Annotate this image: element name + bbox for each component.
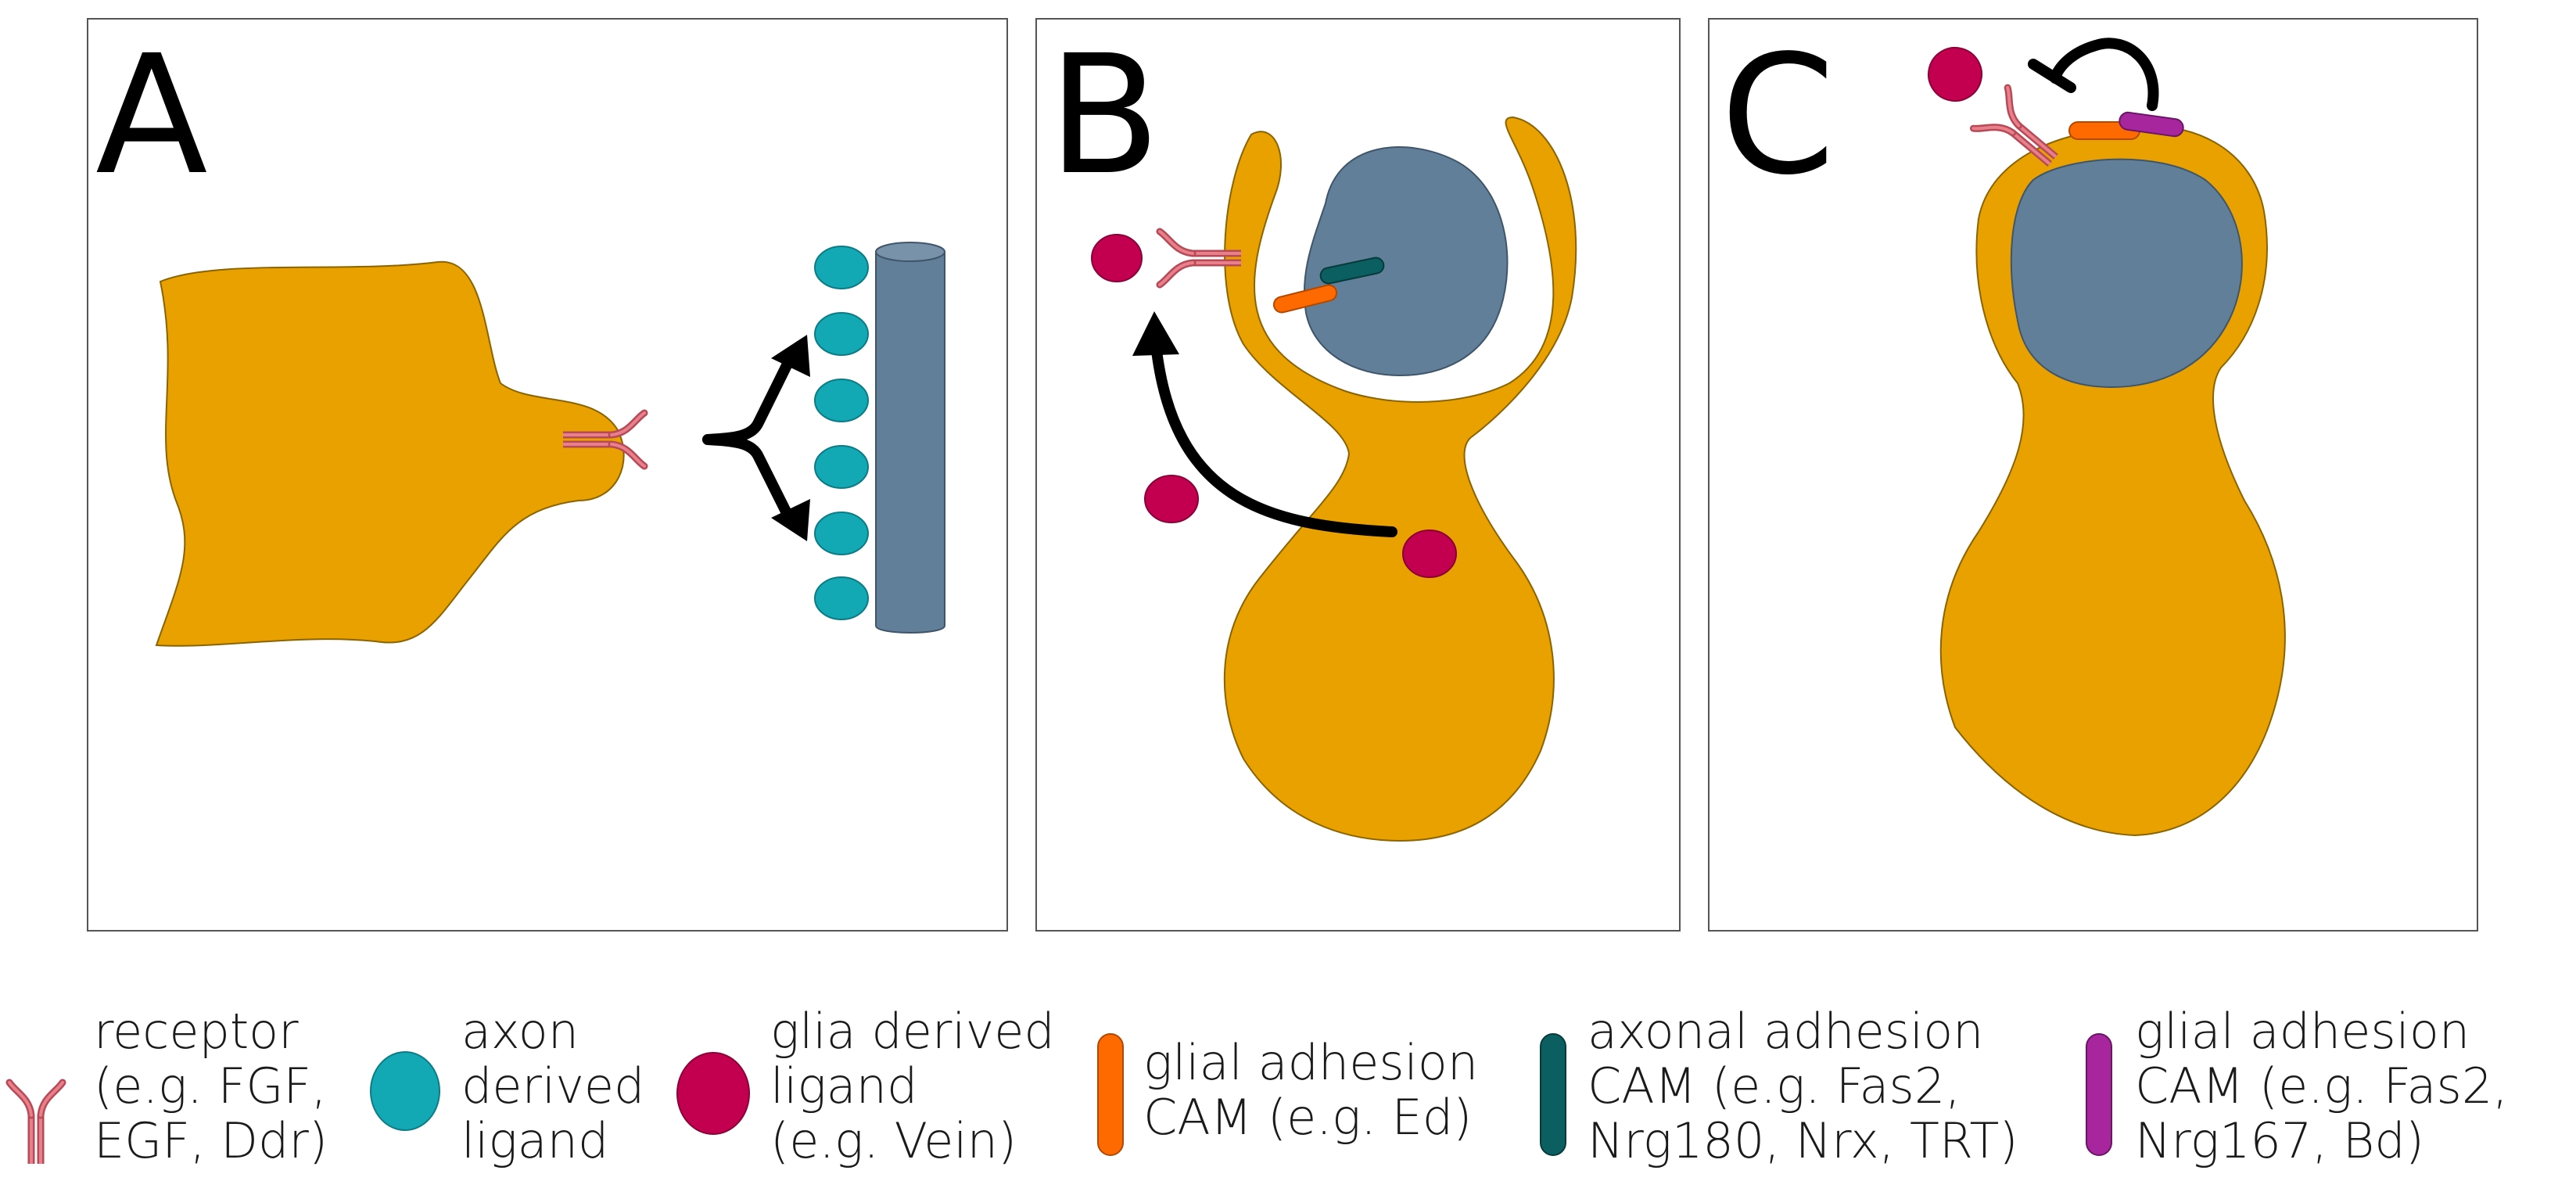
legend-receptor-line2: (e.g. FGF, [94,1057,327,1115]
legend-receptor-line3: EGF, Ddr) [94,1112,328,1169]
panel-a: A [87,18,1008,932]
legend-glia-ligand-line3: (e.g. Vein) [770,1112,1017,1169]
legend-glia-ligand: glia derived ligand (e.g. Vein) [676,1003,1055,1169]
legend-glial-cam-fas2-line3: Nrg167, Bd) [2135,1112,2424,1169]
legend-receptor: receptor (e.g. FGF, EGF, Ddr) [9,1003,328,1169]
axon-ligand-icon [370,1051,440,1131]
axon-cylinder [875,242,945,634]
legend: receptor (e.g. FGF, EGF, Ddr) axon deriv… [9,1003,2508,1169]
legend-axon-ligand-line3: ligand [461,1112,608,1169]
legend-glial-cam-ed-line1: glial adhesion [1143,1034,1478,1091]
panel-a-label: A [95,20,208,211]
legend-glia-ligand-line2: ligand [770,1057,917,1115]
receptor-icon [9,1082,63,1164]
glial-cell-shape [1223,116,1577,842]
glia-ligand-bound [1928,47,1982,102]
glial-cam-fas2-icon [2086,1033,2112,1156]
panel-b: B [1035,18,1681,932]
axon-ligands [814,246,869,620]
glia-ligand [1144,475,1199,523]
legend-glial-cam-ed: glial adhesion CAM (e.g. Ed) [1097,1033,1478,1156]
legend-axonal-cam-line2: CAM (e.g. Fas2, [1588,1057,1961,1115]
legend-axon-ligand: axon derived ligand [370,1003,644,1169]
legend-glial-cam-fas2-line1: glial adhesion [2135,1003,2470,1060]
legend-glia-ligand-line1: glia derived [770,1003,1055,1060]
inhibition-arrow [2028,38,2159,111]
axon-cross-section [1303,146,1509,377]
legend-receptor-line1: receptor [94,1003,299,1060]
legend-axonal-cam-line3: Nrg180, Nrx, TRT) [1588,1112,2018,1169]
glial-cam-ed [1272,284,1338,314]
glia-ligand-source [1402,529,1457,578]
glial-cam-ed-icon [1097,1033,1124,1156]
panel-b-label: B [1048,20,1161,211]
glia-ligand-icon [676,1052,750,1135]
legend-axon-ligand-line2: derived [461,1057,644,1115]
axonal-cam-icon [1540,1033,1566,1156]
glial-cell-shape [155,260,625,647]
axon-cross-section [2010,158,2243,389]
panel-c-label: C [1720,20,1835,211]
legend-glial-cam-fas2-line2: CAM (e.g. Fas2, [2135,1057,2508,1115]
glia-ligand-bound [1091,234,1143,282]
legend-axon-ligand-line1: axon [461,1003,579,1060]
legend-axonal-cam-line1: axonal adhesion [1588,1003,1983,1060]
axonal-cam [1319,257,1385,285]
legend-glial-cam-ed-line2: CAM (e.g. Ed) [1143,1089,1472,1146]
legend-glial-cam-fas2: glial adhesion CAM (e.g. Fas2, Nrg167, B… [2086,1003,2508,1169]
signal-arrows [702,335,810,541]
secretion-arrow [1132,311,1397,537]
glial-cam-fas2 [2119,111,2184,138]
panel-c: C [1708,18,2478,932]
legend-axonal-cam: axonal adhesion CAM (e.g. Fas2, Nrg180, … [1540,1003,2018,1169]
